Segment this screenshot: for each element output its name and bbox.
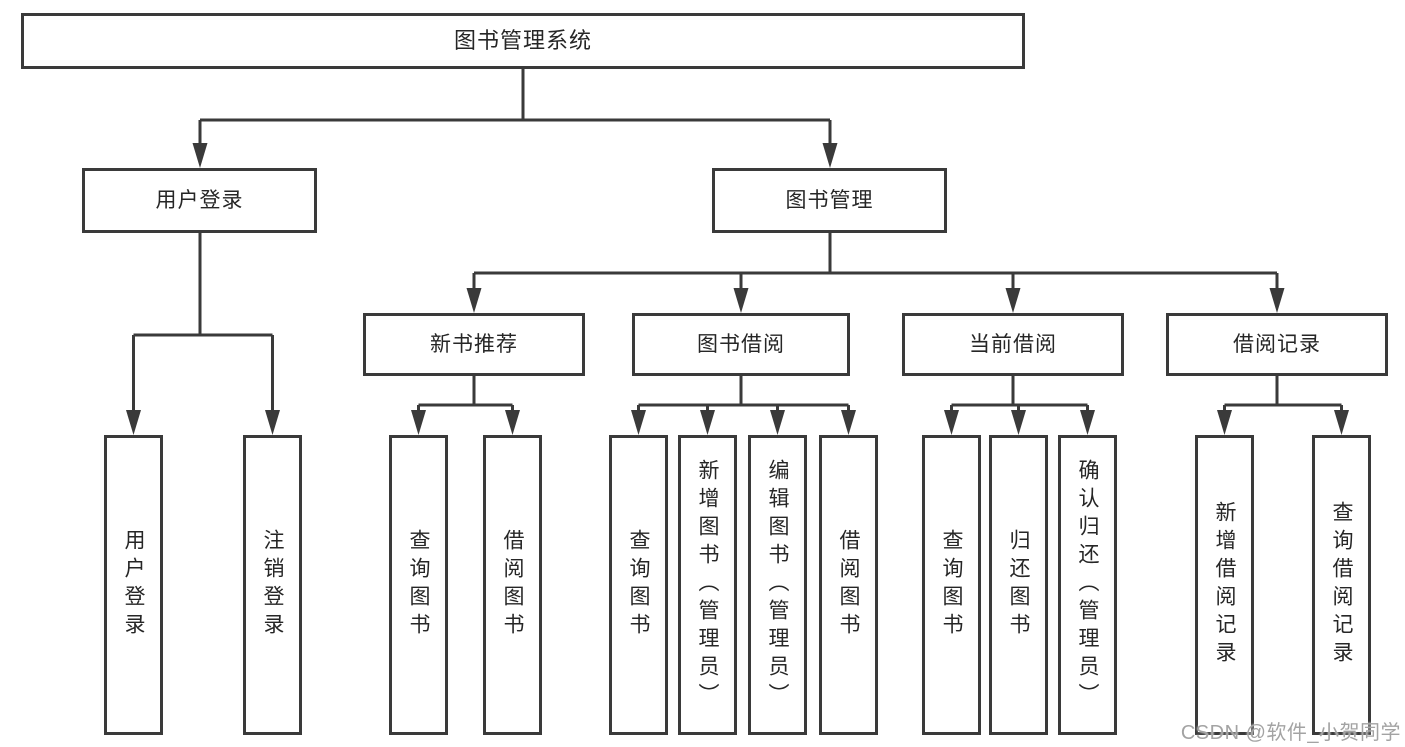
node-label: 用户登录 — [122, 529, 145, 641]
node-label: 新增图书（管理员） — [696, 459, 719, 711]
node-logout: 注销登录 — [243, 435, 302, 735]
node-library-system: 图书管理系统 — [21, 13, 1025, 69]
node-label: 归还图书 — [1007, 529, 1030, 641]
node-confirm-return-admin: 确认归还（管理员） — [1058, 435, 1117, 735]
node-user-login: 用户登录 — [82, 168, 317, 233]
node-label: 查询图书 — [940, 529, 963, 641]
node-label: 借阅图书 — [837, 529, 860, 641]
node-add-books-admin: 新增图书（管理员） — [678, 435, 737, 735]
node-borrowing-records: 借阅记录 — [1166, 313, 1388, 376]
node-borrow-books-1: 借阅图书 — [483, 435, 542, 735]
node-label: 查询图书 — [407, 529, 430, 641]
watermark: CSDN @软件_小贺同学 — [1180, 722, 1401, 744]
node-book-management: 图书管理 — [712, 168, 947, 233]
node-return-books: 归还图书 — [989, 435, 1048, 735]
arrowheads — [126, 143, 1349, 435]
node-edit-books-admin: 编辑图书（管理员） — [748, 435, 807, 735]
node-user-login-leaf: 用户登录 — [104, 435, 163, 735]
node-query-books-2: 查询图书 — [609, 435, 668, 735]
node-add-borrow-record: 新增借阅记录 — [1195, 435, 1254, 735]
node-label: 查询借阅记录 — [1330, 501, 1353, 669]
node-label: 查询图书 — [627, 529, 650, 641]
node-query-books-1: 查询图书 — [389, 435, 448, 735]
node-label: 借阅图书 — [501, 529, 524, 641]
node-label: 注销登录 — [261, 529, 284, 641]
node-query-books-3: 查询图书 — [922, 435, 981, 735]
node-book-borrowing: 图书借阅 — [632, 313, 850, 376]
node-label: 编辑图书（管理员） — [766, 459, 789, 711]
node-label: 确认归还（管理员） — [1076, 459, 1099, 711]
node-current-borrowing: 当前借阅 — [902, 313, 1124, 376]
node-query-borrow-record: 查询借阅记录 — [1312, 435, 1371, 735]
node-borrow-books-2: 借阅图书 — [819, 435, 878, 735]
node-new-book-recommend: 新书推荐 — [363, 313, 585, 376]
node-label: 新增借阅记录 — [1213, 501, 1236, 669]
